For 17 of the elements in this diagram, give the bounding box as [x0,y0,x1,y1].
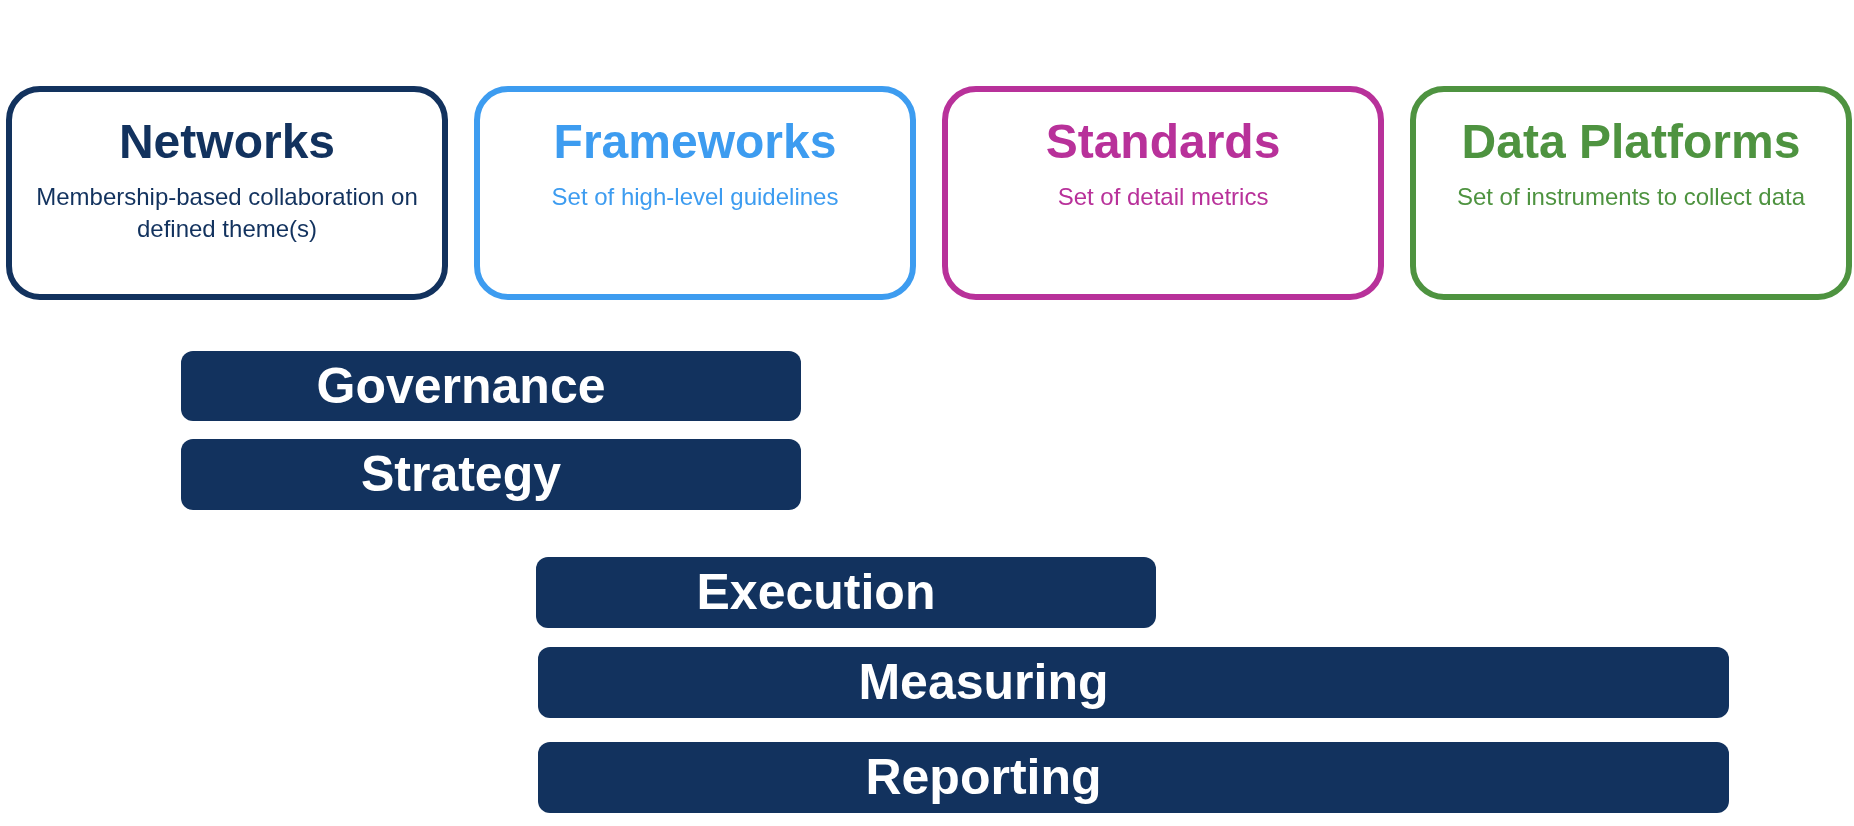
card-description: Membership-based collaboration on defined theme(s) [35,182,419,245]
category-card [6,86,448,300]
stage-bar: Strategy [181,439,801,510]
stage-bar: Execution [536,557,1156,628]
card-title: Frameworks [552,114,838,169]
stage-bar: Reporting [538,742,1729,813]
category-card [474,86,916,300]
stage-bar: Governance [181,351,801,421]
category-card [942,86,1384,300]
card-title: Data Platforms [1460,114,1802,169]
card-title: Networks [117,114,337,169]
stage-bar: Measuring [538,647,1729,718]
card-description: Set of high-level guidelines [550,182,840,212]
card-title: Standards [1044,114,1282,169]
card-description: Set of instruments to collect data [1455,182,1807,212]
category-card [1410,86,1852,300]
card-description: Set of detail metrics [1056,182,1270,212]
